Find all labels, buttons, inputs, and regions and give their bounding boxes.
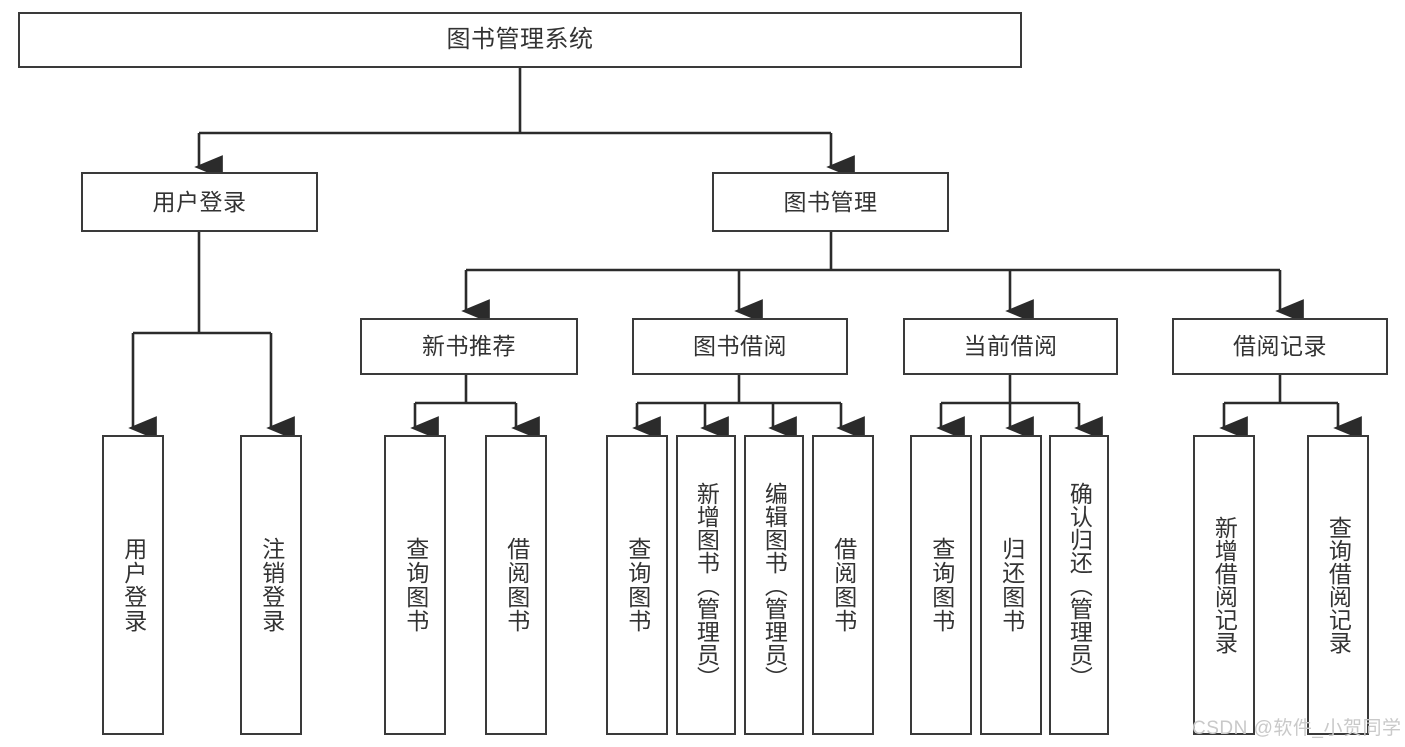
leaf-record-query-record-label: 查询借阅记录	[1325, 516, 1352, 654]
leaf-current-query-book-label: 查询图书	[928, 537, 955, 633]
node-book-management-label: 图书管理	[783, 188, 878, 215]
node-user-login-label: 用户登录	[152, 188, 247, 215]
csdn-watermark: CSDN @软件_小贺同学	[1192, 718, 1402, 739]
leaf-newbook-borrow-book[interactable]: 借阅图书	[485, 435, 547, 735]
node-root[interactable]: 图书管理系统	[18, 12, 1022, 68]
leaf-user-login[interactable]: 用户登录	[102, 435, 164, 735]
node-book-management[interactable]: 图书管理	[712, 172, 949, 232]
leaf-logout-label: 注销登录	[258, 537, 285, 633]
leaf-current-confirm-return-admin[interactable]: 确认归还（管理员）	[1049, 435, 1109, 735]
leaf-borrow-borrow-book[interactable]: 借阅图书	[812, 435, 874, 735]
leaf-borrow-borrow-book-label: 借阅图书	[830, 537, 857, 633]
leaf-user-login-label: 用户登录	[120, 537, 147, 633]
leaf-newbook-borrow-book-label: 借阅图书	[503, 537, 530, 633]
leaf-current-return-book[interactable]: 归还图书	[980, 435, 1042, 735]
node-current-borrow-label: 当前借阅	[963, 333, 1058, 360]
node-current-borrow[interactable]: 当前借阅	[903, 318, 1118, 375]
leaf-borrow-edit-book-admin[interactable]: 编辑图书（管理员）	[744, 435, 804, 735]
leaf-borrow-query-book-label: 查询图书	[624, 537, 651, 633]
leaf-borrow-add-book-admin[interactable]: 新增图书（管理员）	[676, 435, 736, 735]
leaf-borrow-edit-book-admin-label: 编辑图书（管理员）	[761, 481, 788, 689]
leaf-current-return-book-label: 归还图书	[998, 537, 1025, 633]
leaf-borrow-add-book-admin-label: 新增图书（管理员）	[693, 481, 720, 689]
leaf-borrow-query-book[interactable]: 查询图书	[606, 435, 668, 735]
leaf-logout[interactable]: 注销登录	[240, 435, 302, 735]
node-borrow-record[interactable]: 借阅记录	[1172, 318, 1388, 375]
node-user-login[interactable]: 用户登录	[81, 172, 318, 232]
node-root-label: 图书管理系统	[446, 26, 594, 54]
leaf-current-confirm-return-admin-label: 确认归还（管理员）	[1066, 481, 1093, 689]
node-borrow-record-label: 借阅记录	[1233, 333, 1327, 360]
leaf-newbook-query-book[interactable]: 查询图书	[384, 435, 446, 735]
leaf-newbook-query-book-label: 查询图书	[402, 537, 429, 633]
leaf-record-add-record[interactable]: 新增借阅记录	[1193, 435, 1255, 735]
leaf-record-add-record-label: 新增借阅记录	[1211, 516, 1238, 654]
node-book-borrow-label: 图书借阅	[693, 333, 787, 360]
node-new-book-recommend[interactable]: 新书推荐	[360, 318, 578, 375]
node-book-borrow[interactable]: 图书借阅	[632, 318, 848, 375]
leaf-current-query-book[interactable]: 查询图书	[910, 435, 972, 735]
node-new-book-recommend-label: 新书推荐	[422, 333, 516, 360]
leaf-record-query-record[interactable]: 查询借阅记录	[1307, 435, 1369, 735]
